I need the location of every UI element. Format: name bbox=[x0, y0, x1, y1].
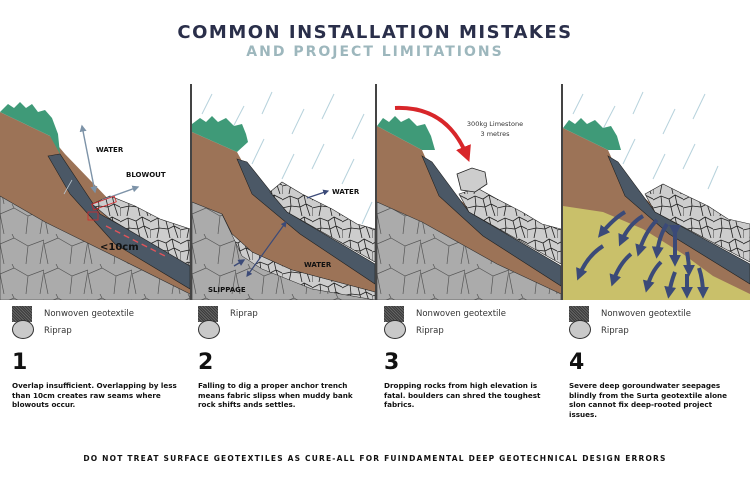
panel-2-illustration: WATER WATER SLIPPAGE bbox=[192, 84, 375, 300]
geotextile-swatch-icon bbox=[198, 306, 218, 322]
legend-riprap: Riprap bbox=[230, 309, 258, 319]
panel-divider bbox=[561, 84, 563, 300]
riprap-swatch-icon bbox=[12, 320, 34, 339]
riprap-swatch-icon bbox=[198, 320, 220, 339]
geotextile-swatch-icon bbox=[384, 306, 404, 322]
panel-divider bbox=[375, 84, 377, 300]
water-label-2: WATER bbox=[304, 261, 332, 269]
panel-3-number: 3 bbox=[384, 350, 400, 375]
panel-3-illustration: 300kg Limestone 3 metres bbox=[377, 84, 561, 300]
legend-riprap: Riprap bbox=[416, 326, 444, 336]
overlap-label: <10cm bbox=[100, 242, 139, 253]
blowout-label: BLOWOUT bbox=[126, 171, 166, 179]
panel-2-number: 2 bbox=[198, 350, 214, 375]
legend-riprap: Riprap bbox=[44, 326, 72, 336]
page-title: COMMON INSTALLATION MISTAKES bbox=[177, 22, 573, 43]
panel-4-number: 4 bbox=[569, 350, 585, 375]
legend-geotextile: Nonwoven geotextile bbox=[44, 309, 135, 319]
riprap-swatch-icon bbox=[384, 320, 406, 339]
panel-2-description: Falling to dig a proper anchor trench me… bbox=[198, 381, 353, 409]
legend-riprap: Riprap bbox=[601, 326, 629, 336]
riprap-swatch-icon bbox=[569, 320, 591, 339]
panel-3-legend: Nonwoven geotextile Riprap bbox=[384, 306, 566, 340]
panel-4-illustration bbox=[563, 84, 750, 300]
panel-1-illustration: WATER BLOWOUT <10cm bbox=[0, 84, 190, 300]
panel-4-description: Severe deep goroundwater seepages blindl… bbox=[569, 381, 728, 419]
footer-warning: DO NOT TREAT SURFACE GEOTEXTILES AS CURE… bbox=[83, 454, 667, 463]
water-label: WATER bbox=[96, 146, 124, 154]
legend-geotextile: Nonwoven geotextile bbox=[416, 309, 507, 319]
panel-2-legend: Riprap bbox=[198, 306, 380, 340]
geotextile-swatch-icon bbox=[12, 306, 32, 322]
drop-height-label: 3 metres bbox=[481, 130, 511, 138]
panel-1-description: Overlap insufficient. Overlapping by les… bbox=[12, 381, 177, 409]
panel-4-legend: Nonwoven geotextile Riprap bbox=[569, 306, 750, 340]
page-subtitle: AND PROJECT LIMITATIONS bbox=[246, 44, 504, 60]
water-label: WATER bbox=[332, 188, 360, 196]
legend-geotextile: Nonwoven geotextile bbox=[601, 309, 692, 319]
slippage-label: SLIPPAGE bbox=[208, 286, 246, 294]
panel-divider bbox=[190, 84, 192, 300]
panel-3-description: Dropping rocks from high elevation is fa… bbox=[384, 381, 541, 409]
boulder-weight-label: 300kg Limestone bbox=[467, 120, 523, 128]
panel-1-number: 1 bbox=[12, 350, 28, 375]
panel-1-legend: Nonwoven geotextile Riprap bbox=[12, 306, 194, 340]
geotextile-swatch-icon bbox=[569, 306, 589, 322]
